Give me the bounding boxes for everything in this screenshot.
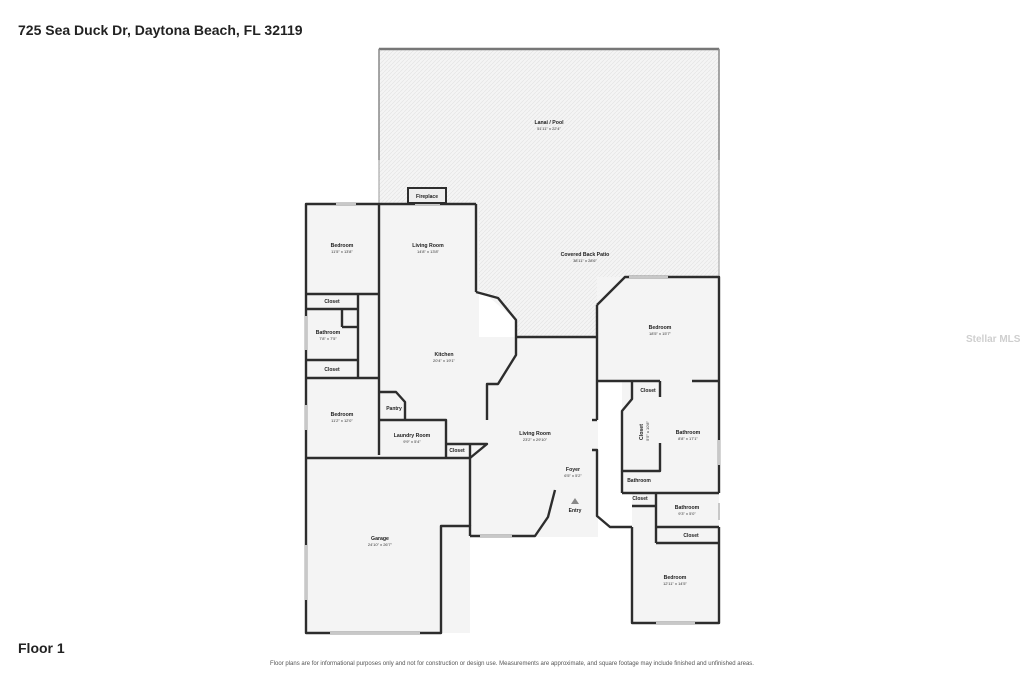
property-address: 725 Sea Duck Dr, Daytona Beach, FL 32119 xyxy=(18,22,303,38)
entry-arrow-icon xyxy=(571,498,579,504)
bathroom-w-dim: 7'8" x 7'5" xyxy=(319,336,337,341)
watermark: Stellar MLS xyxy=(966,334,1021,345)
closet-e4-label: Closet xyxy=(683,533,699,539)
bathroom-e1-dim: 8'8" x 17'1" xyxy=(678,436,698,441)
closet-e2-label: Closet xyxy=(639,424,645,440)
bedroom-w-dim: 11'2" x 12'0" xyxy=(331,418,353,423)
interior-floor xyxy=(306,204,719,633)
bedroom-nw-label: Bedroom xyxy=(331,243,354,249)
pantry-label: Pantry xyxy=(386,406,402,412)
bedroom-w-label: Bedroom xyxy=(331,412,354,418)
fireplace-label: Fireplace xyxy=(416,194,438,200)
bathroom-e1-label: Bathroom xyxy=(676,430,701,436)
living-room-2-dim: 23'2" x 29'10" xyxy=(523,437,548,442)
kitchen-label: Kitchen xyxy=(434,352,453,358)
fireplace-block xyxy=(407,187,447,204)
foyer-label: Foyer xyxy=(566,467,580,473)
covered-patio-dim: 38'11" x 28'6" xyxy=(573,258,597,263)
floor-label: Floor 1 xyxy=(18,640,65,656)
bedroom-nw-dim: 11'5" x 13'8" xyxy=(331,249,353,254)
closet-laundry-label: Closet xyxy=(449,448,465,454)
bathroom-e3-label: Bathroom xyxy=(675,505,700,511)
living-room-1-dim: 14'8" x 13'8" xyxy=(417,249,440,254)
disclaimer-text: Floor plans are for informational purpos… xyxy=(270,661,754,667)
closet-w2-label: Closet xyxy=(324,367,340,373)
kitchen-dim: 20'4" x 19'1" xyxy=(433,358,456,363)
bedroom-se-label: Bedroom xyxy=(664,575,687,581)
closet-e1-label: Closet xyxy=(640,388,656,394)
laundry-label: Laundry Room xyxy=(394,433,431,439)
lanai-label: Lanai / Pool xyxy=(534,120,564,126)
closet-e3-label: Closet xyxy=(632,496,648,502)
garage-label: Garage xyxy=(371,536,389,542)
bedroom-ne-dim: 18'5" x 15'7" xyxy=(649,331,672,336)
covered-patio-label: Covered Back Patio xyxy=(561,252,610,258)
garage-dim: 24'10" x 26'7" xyxy=(368,542,393,547)
bedroom-ne-label: Bedroom xyxy=(649,325,672,331)
bathroom-e3-dim: 9'3" x 5'0" xyxy=(678,511,696,516)
bedroom-se-dim: 12'11" x 14'5" xyxy=(663,581,687,586)
living-room-2-label: Living Room xyxy=(519,431,551,437)
foyer-dim: 6'5" x 5'2" xyxy=(564,473,582,478)
bathroom-e2-label: Bathroom xyxy=(627,478,651,484)
lanai-dim: 51'11" x 22'4" xyxy=(537,126,561,131)
closet-e2-dim: 5'5" x 10'8" xyxy=(645,421,650,441)
entry-label: Entry xyxy=(569,508,582,514)
closet-w1-label: Closet xyxy=(324,299,340,305)
laundry-dim: 9'9" x 5'4" xyxy=(403,439,421,444)
bathroom-w-label: Bathroom xyxy=(316,330,341,336)
living-room-1-label: Living Room xyxy=(412,243,444,249)
